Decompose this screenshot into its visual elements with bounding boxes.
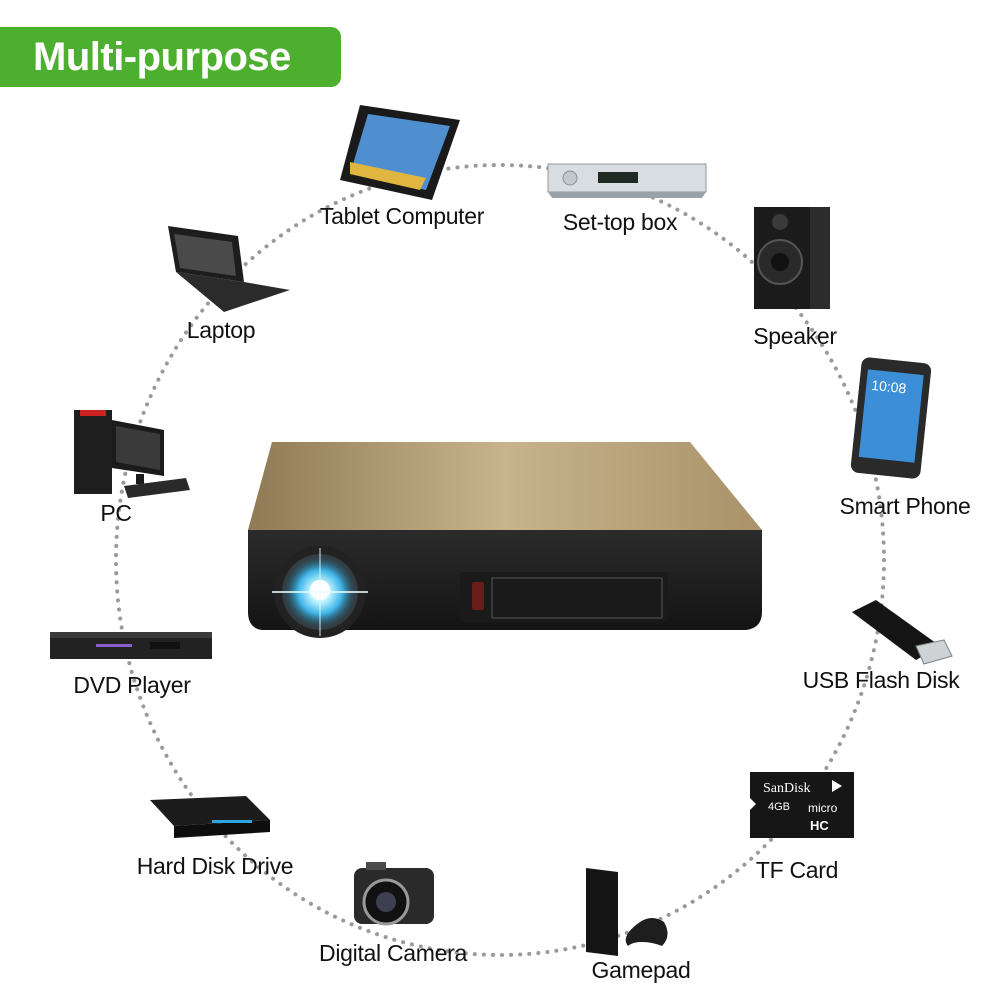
banner-title: Multi-purpose (33, 35, 291, 79)
device-label-tf-card: TF Card (755, 857, 839, 883)
dvd-player-icon (50, 632, 212, 659)
hard-disk-drive-icon (150, 796, 270, 838)
projector-icon (248, 442, 762, 638)
device-label-smart-phone: Smart Phone (839, 493, 971, 519)
dotted-ring (114, 163, 886, 957)
device-label-dvd-player: DVD Player (73, 672, 191, 698)
device-label-pc: PC (100, 500, 132, 526)
tf-card-class-text: HC (810, 818, 829, 833)
device-label-tablet-computer: Tablet Computer (319, 203, 485, 229)
device-label-laptop: Laptop (186, 317, 256, 343)
device-label-set-top-box: Set-top box (562, 209, 678, 235)
laptop-icon (168, 226, 290, 312)
device-label-usb-flash-disk: USB Flash Disk (802, 667, 960, 693)
speaker-icon (754, 207, 830, 309)
pc-icon (74, 410, 190, 498)
phone-clock-text: 10:08 (871, 377, 908, 397)
device-label-hard-disk-drive: Hard Disk Drive (136, 853, 294, 879)
gamepad-icon (586, 868, 668, 956)
tf-card-capacity-text: 4GB (768, 801, 790, 813)
tf-card-icon: SanDisk 4GB micro HC (750, 772, 854, 838)
tablet-computer-icon (340, 105, 460, 200)
smart-phone-icon: 10:08 (850, 357, 932, 479)
set-top-box-icon (547, 163, 707, 198)
multi-purpose-banner: Multi-purpose (0, 27, 341, 87)
tf-card-brand-text: SanDisk (763, 781, 810, 796)
tf-card-type-text: micro (808, 801, 838, 815)
digital-camera-icon (354, 862, 434, 926)
device-label-digital-camera: Digital Camera (319, 940, 467, 966)
usb-flash-disk-icon (852, 600, 953, 665)
device-label-gamepad: Gamepad (591, 957, 691, 983)
device-label-speaker: Speaker (753, 323, 837, 349)
